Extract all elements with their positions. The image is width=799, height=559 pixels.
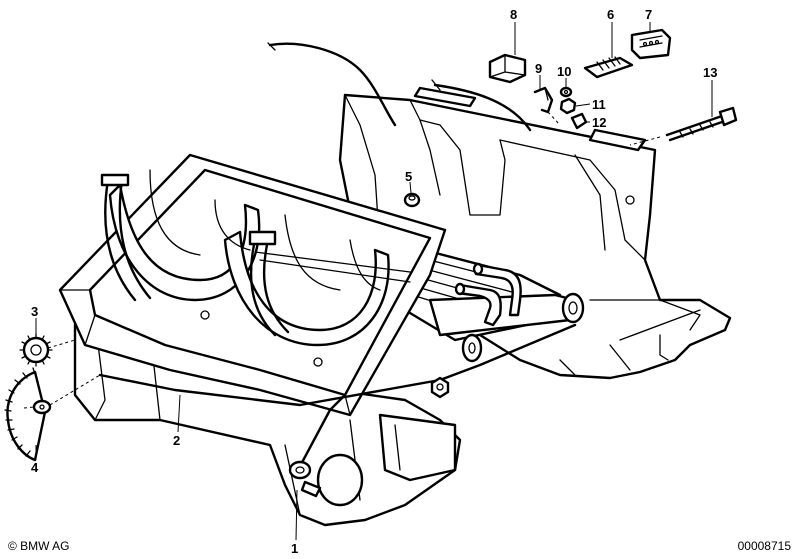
part-label-4: 4: [31, 460, 39, 475]
small-gear-part-3: [19, 333, 53, 367]
part-label-8: 8: [510, 7, 517, 22]
resistor-part-6: [583, 56, 634, 79]
copyright-text: © BMW AG: [8, 539, 70, 553]
part-number-labels: 1 2 3 4 5 6 7 8 9 10 11 12 13: [31, 7, 717, 556]
cap-part-8: [488, 53, 527, 84]
hex-nut: [430, 376, 450, 399]
part-label-11: 11: [592, 97, 606, 112]
part-label-3: 3: [31, 304, 38, 319]
part-label-13: 13: [703, 65, 717, 80]
fasteners-parts-10-11-12: [559, 86, 588, 130]
diagram-code: 00008715: [737, 539, 791, 553]
control-rod: [98, 323, 577, 498]
part-label-10: 10: [557, 64, 571, 79]
front-heater-housing: [58, 153, 462, 527]
part-label-5: 5: [405, 169, 412, 184]
part-label-6: 6: [607, 7, 614, 22]
grommet-part-5: [403, 192, 421, 208]
leader-lines: [20, 22, 713, 541]
part-label-2: 2: [173, 433, 180, 448]
heat-exchanger: [403, 243, 585, 363]
clip-part-9: [533, 86, 554, 114]
part-label-7: 7: [645, 7, 652, 22]
sector-gear-part-4: [4, 367, 52, 462]
part-label-1: 1: [291, 541, 298, 556]
part-label-12: 12: [592, 115, 606, 130]
part-label-9: 9: [535, 61, 542, 76]
connector-part-7: [630, 28, 672, 60]
control-cables: [267, 42, 532, 132]
threaded-rod-part-13: [665, 106, 738, 142]
